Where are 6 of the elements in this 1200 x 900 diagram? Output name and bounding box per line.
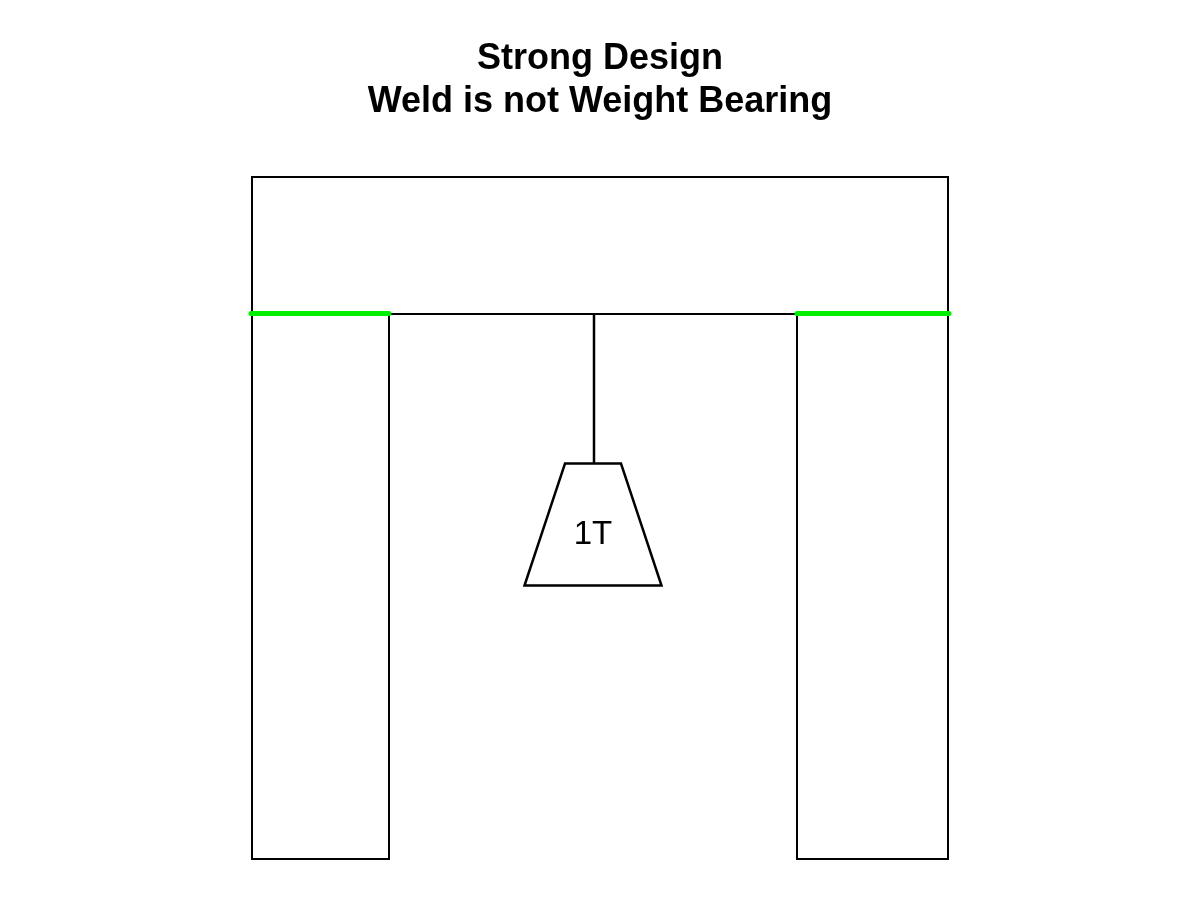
hanger-line bbox=[592, 313, 596, 464]
weight-block bbox=[523, 462, 663, 587]
subtitle: Weld is not Weight Bearing bbox=[367, 79, 833, 121]
weight-label: 1T bbox=[573, 514, 613, 551]
crossbeam bbox=[251, 176, 949, 315]
title: Strong Design bbox=[477, 36, 723, 78]
